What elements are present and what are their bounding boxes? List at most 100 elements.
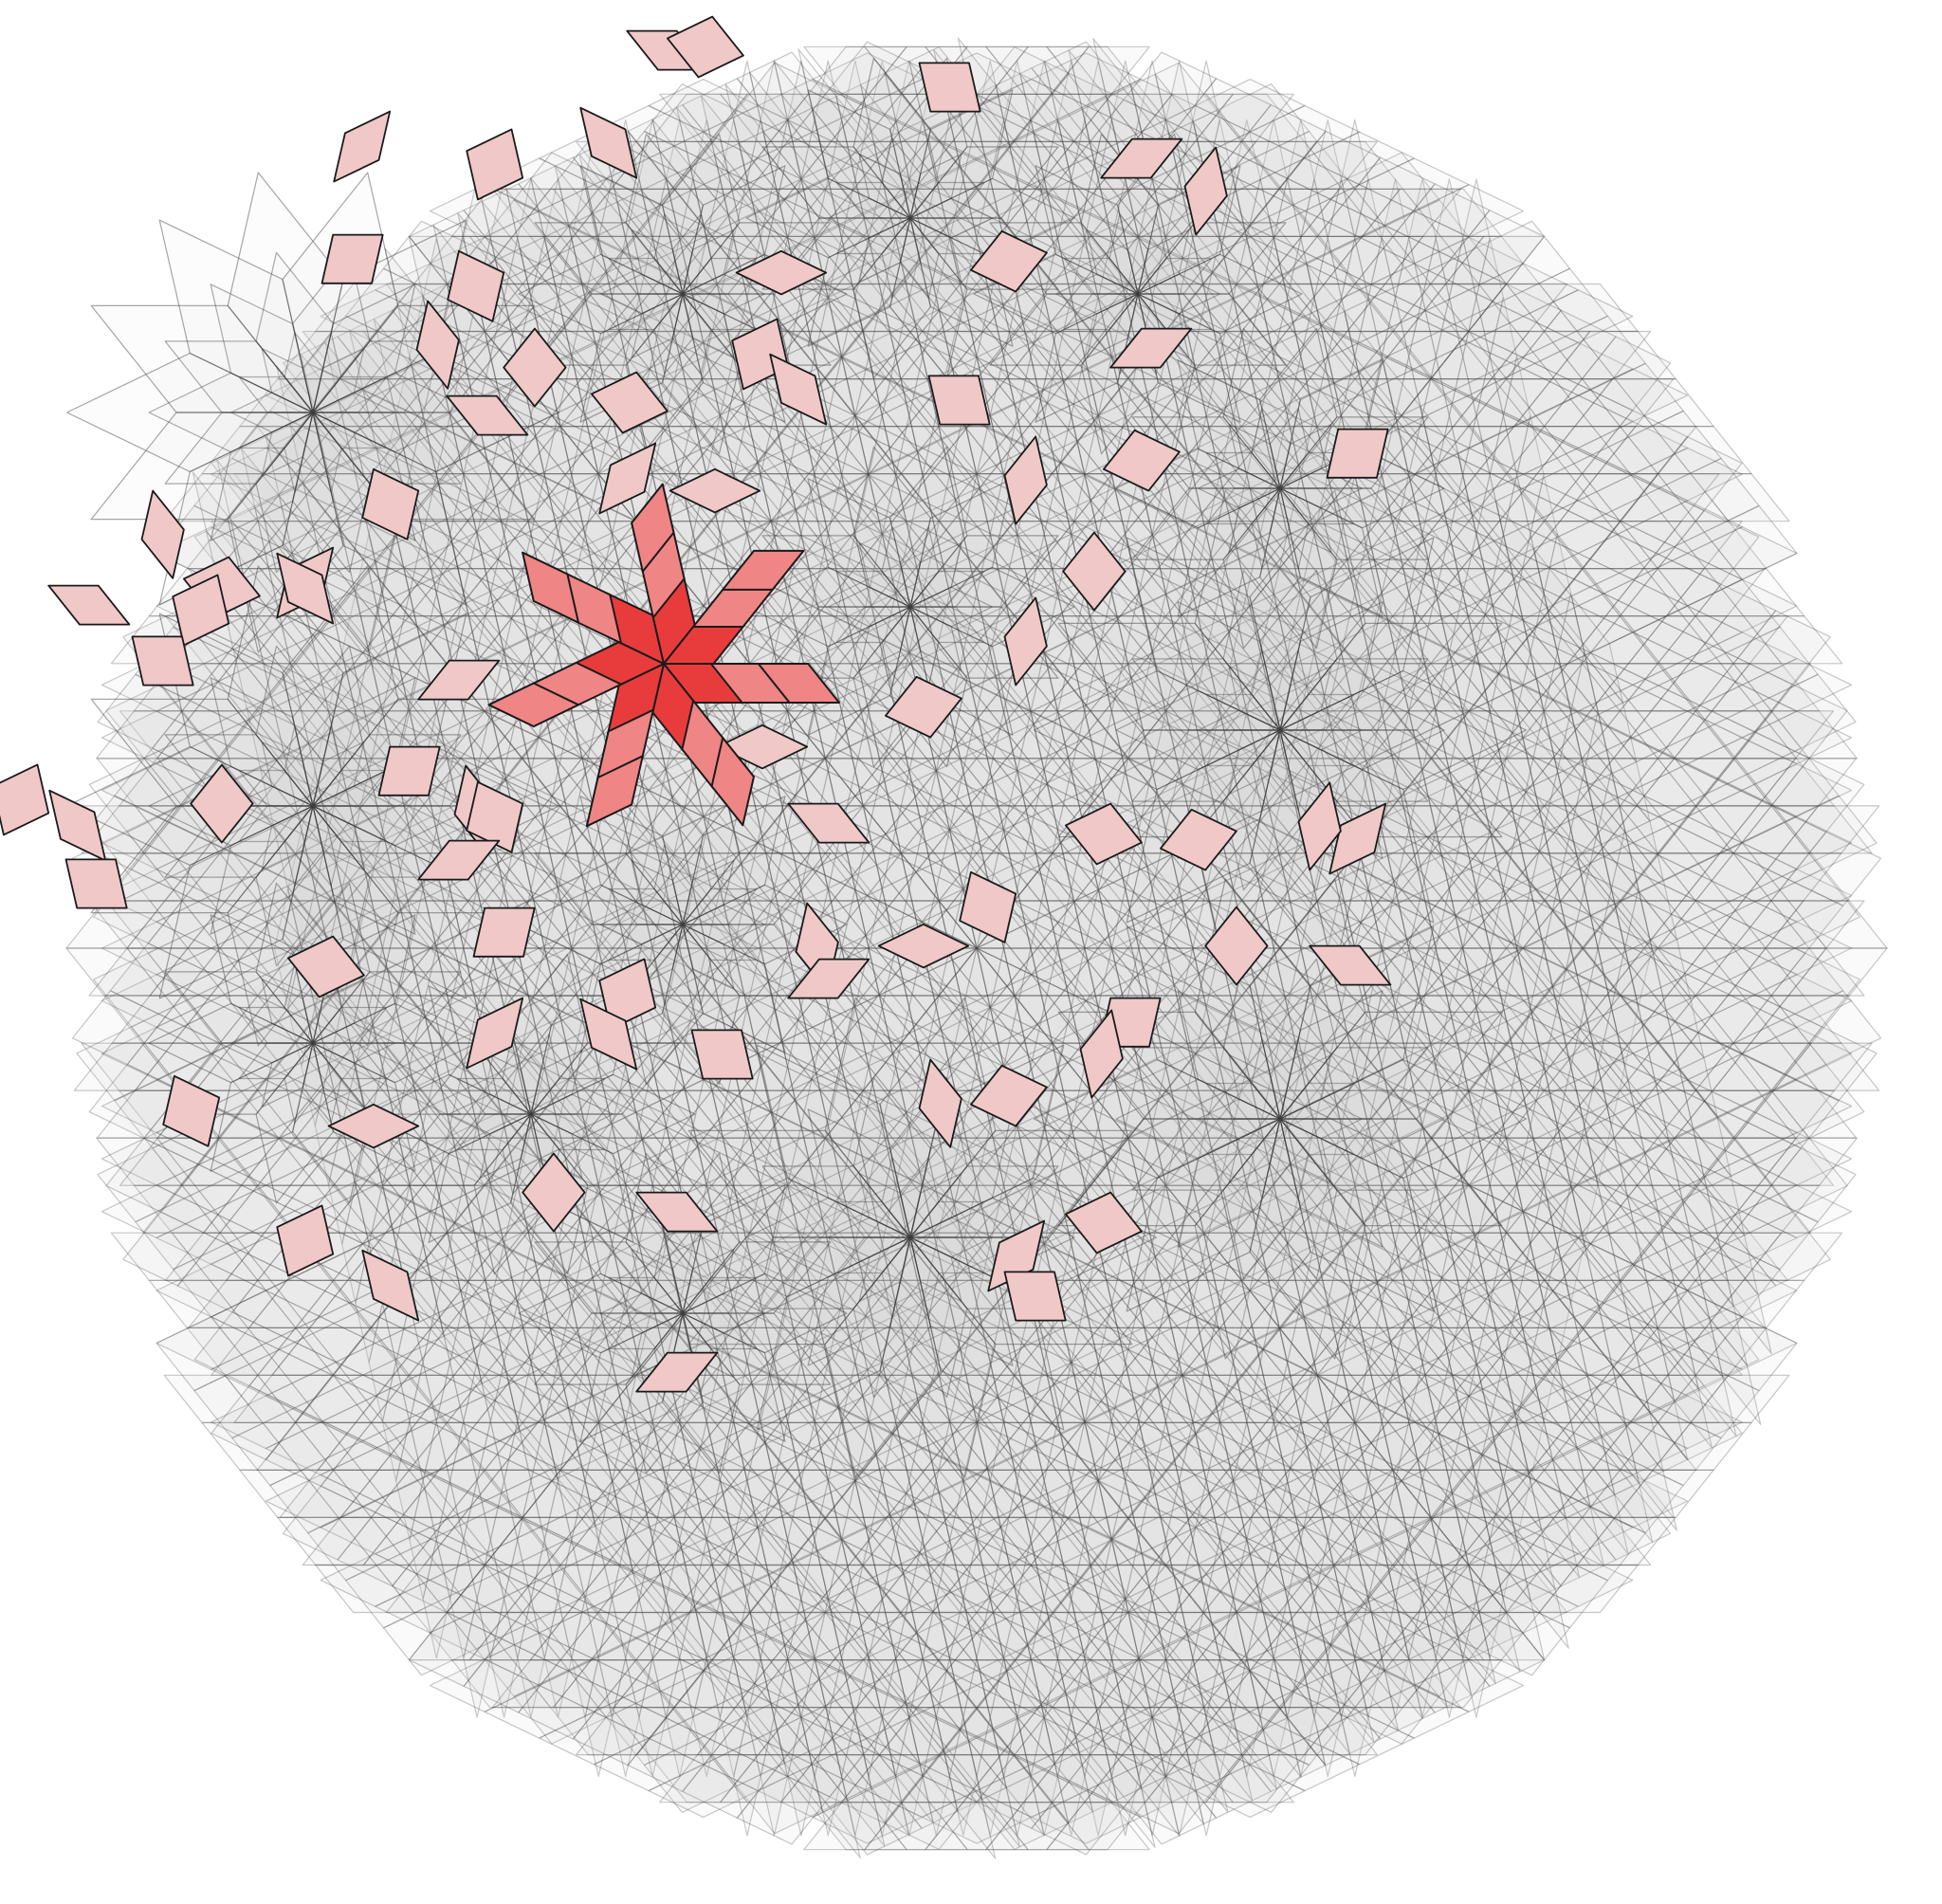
tile-rhombus [1598, 663, 1699, 712]
tile-rhombus [254, 1184, 355, 1234]
tile-rhombus [807, 1802, 907, 1851]
tile-rhombus [1522, 947, 1622, 997]
tile-rhombus [770, 1374, 870, 1424]
tile-rhombus [1188, 758, 1289, 807]
tile-rhombus [1711, 1184, 1812, 1234]
tile-rhombus [406, 1374, 506, 1424]
tile-rhombus [1030, 330, 1130, 380]
tile-rhombus [1166, 426, 1267, 475]
tile-rhombus [1310, 378, 1411, 428]
tile-rhombus [338, 1516, 438, 1566]
tile-rhombus [1379, 615, 1479, 665]
tile-rhombus [1046, 46, 1146, 95]
tile-rhombus [1144, 473, 1244, 522]
tile-rhombus [580, 1516, 681, 1566]
tile-rhombus [1604, 1279, 1705, 1328]
tile-rhombus [217, 758, 318, 807]
tile-rhombus [1567, 852, 1668, 902]
tile-rhombus [302, 330, 402, 380]
tile-rhombus [459, 1516, 559, 1566]
tile-rhombus [923, 805, 1023, 854]
tile-rhombus [1066, 1516, 1166, 1566]
tile-rhombus [1204, 473, 1305, 522]
tile-rhombus [1072, 1753, 1173, 1803]
tile-rhombus [1037, 188, 1139, 237]
tile-rhombus [1202, 1232, 1303, 1281]
tile-rhombus [1309, 1137, 1410, 1186]
tile-rhombus [119, 710, 219, 760]
tile-rhombus [839, 852, 940, 902]
tile-rhombus [824, 758, 925, 807]
tile-rhombus [1378, 995, 1478, 1044]
tile-rhombus [717, 1232, 817, 1281]
tile-rhombus [1332, 710, 1434, 760]
tile-rhombus [1121, 521, 1221, 570]
tile-rhombus [1765, 947, 1865, 997]
tile-rhombus [315, 1184, 415, 1234]
tile-rhombus [817, 140, 919, 190]
tile-rhombus [1218, 1327, 1318, 1376]
tile-rhombus [1309, 1516, 1409, 1566]
tile-rhombus [383, 1421, 484, 1472]
tile-rhombus [989, 1802, 1090, 1851]
tile-rhombus [974, 1706, 1075, 1756]
tile-rhombus [1112, 1042, 1213, 1091]
tile-rhombus [1491, 1137, 1592, 1186]
tile-rhombus [1454, 1089, 1554, 1139]
tile-rhombus [641, 1516, 742, 1566]
tile-rhombus [641, 1137, 742, 1186]
tile-rhombus [1787, 900, 1888, 949]
tile-rhombus [975, 1327, 1075, 1376]
tile-rhombus [475, 852, 576, 902]
tile-rhombus [520, 1516, 620, 1566]
tile-rhombus [482, 1469, 582, 1519]
tile-rhombus [1135, 995, 1236, 1044]
tile-rhombus [535, 1232, 635, 1281]
tile-rhombus [632, 1658, 734, 1709]
tile-rhombus [360, 1469, 461, 1519]
tile-rhombus [693, 1658, 795, 1709]
tile-rhombus [1461, 947, 1562, 997]
tile-rhombus [1234, 663, 1335, 712]
tile-rhombus [422, 710, 523, 760]
tile-rhombus [1142, 1232, 1242, 1281]
tile-rhombus [103, 995, 204, 1044]
tile-rhombus [681, 426, 781, 475]
tile-rhombus [1013, 1374, 1113, 1424]
tile-rhombus [998, 900, 1099, 949]
tile-rhombus [1583, 947, 1683, 997]
tile-rhombus [825, 378, 925, 428]
tile-rhombus [1780, 1042, 1880, 1091]
tile-rhombus [635, 140, 737, 190]
tile-rhombus [309, 568, 410, 617]
tile-rhombus [164, 995, 265, 1044]
tile-rhombus [893, 235, 995, 285]
tile-rhombus [891, 1374, 992, 1424]
tile-rhombus [732, 1327, 833, 1376]
tile-rhombus [1598, 1042, 1698, 1091]
tile-rhombus [1059, 900, 1160, 949]
tile-rhombus [331, 900, 431, 949]
tile-rhombus [862, 805, 962, 854]
tile-rhombus [929, 1421, 1030, 1472]
tile-rhombus [1019, 1611, 1121, 1661]
tile-rhombus [1438, 1374, 1538, 1424]
tile-rhombus [841, 93, 942, 142]
tile-rhombus [724, 1469, 825, 1519]
tile-rhombus [1742, 995, 1842, 1044]
tile-rhombus [1574, 1469, 1675, 1519]
tile-rhombus [1696, 1089, 1797, 1139]
tile-rhombus [748, 1042, 849, 1091]
tile-rhombus [1612, 1137, 1713, 1186]
tile-rhombus [892, 995, 993, 1044]
tile-rhombus [939, 521, 1039, 570]
tile-rhombus [1590, 805, 1691, 854]
tile-rhombus [187, 947, 287, 997]
tile-rhombus [263, 1042, 363, 1091]
tile-rhombus [1073, 1374, 1174, 1424]
tile-rhombus [1098, 568, 1199, 617]
tile-rhombus [1156, 1706, 1257, 1756]
tile-rhombus [1233, 1421, 1333, 1472]
tile-rhombus [247, 1327, 347, 1376]
